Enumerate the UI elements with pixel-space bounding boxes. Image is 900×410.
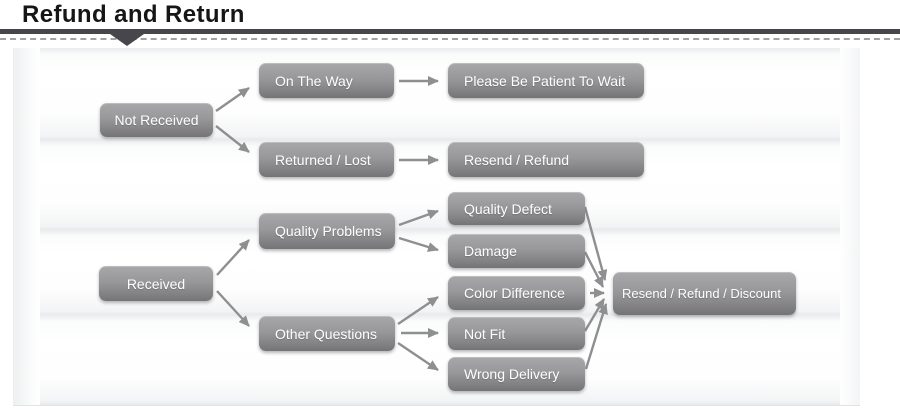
shelf-panels	[40, 48, 840, 405]
flow-node-label: Returned / Lost	[275, 151, 371, 168]
flow-node-wrong-delivery: Wrong Delivery	[448, 357, 585, 391]
shelf-wall-left	[13, 48, 40, 405]
flow-node-damage: Damage	[448, 234, 585, 268]
flow-node-resend-refund-discount: Resend / Refund / Discount	[613, 272, 796, 315]
flow-node-quality-defect: Quality Defect	[448, 192, 585, 225]
shelf-backdrop	[13, 48, 860, 406]
flow-node-label: Received	[126, 275, 186, 292]
flow-node-label: Wrong Delivery	[464, 366, 560, 382]
flow-node-on-the-way: On The Way	[259, 63, 394, 98]
flow-node-label: Not Received	[114, 112, 199, 128]
flow-node-quality-problems: Quality Problems	[259, 213, 395, 249]
flow-node-label: Please Be Patient To Wait	[464, 72, 626, 89]
shelf-band	[40, 315, 840, 405]
flow-node-please-be-patient-to-wait: Please Be Patient To Wait	[448, 63, 644, 98]
flow-node-label: Resend / Refund / Discount	[622, 286, 781, 301]
flow-node-label: Color Difference	[464, 285, 565, 301]
flow-node-color-difference: Color Difference	[448, 276, 585, 310]
flow-node-received: Received	[99, 266, 213, 301]
flow-node-label: On The Way	[275, 72, 353, 89]
title-rule	[0, 29, 900, 34]
flow-node-returned-lost: Returned / Lost	[259, 142, 394, 177]
shelf-band	[40, 140, 840, 230]
down-triangle-icon	[110, 34, 144, 46]
flow-node-label: Damage	[464, 243, 517, 259]
flow-node-label: Quality Defect	[464, 200, 552, 217]
shelf-wall-right	[840, 48, 860, 405]
flow-node-label: Quality Problems	[275, 223, 382, 239]
flow-node-resend-refund: Resend / Refund	[448, 142, 644, 177]
flow-node-label: Other Questions	[275, 325, 377, 342]
flow-node-other-questions: Other Questions	[259, 316, 395, 351]
flow-node-label: Resend / Refund	[464, 151, 570, 168]
dashed-divider	[0, 38, 900, 40]
page-title: Refund and Return	[22, 1, 245, 28]
flow-node-not-received: Not Received	[100, 103, 213, 137]
flow-node-label: Not Fit	[464, 325, 506, 342]
flow-node-not-fit: Not Fit	[448, 317, 585, 350]
